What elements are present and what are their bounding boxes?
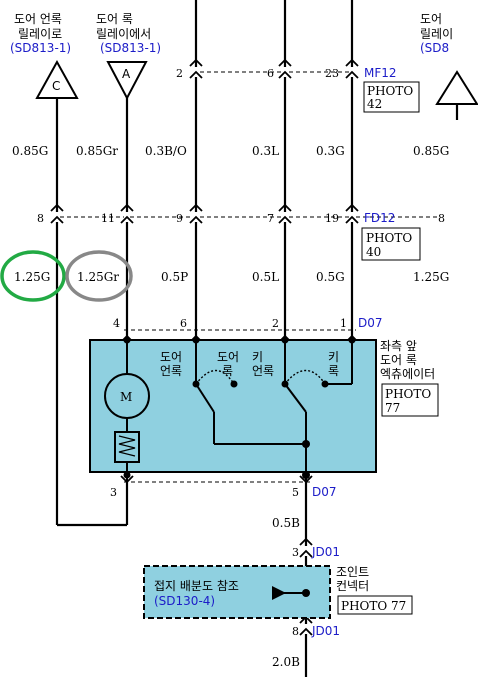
gray-highlight-circle [65,250,133,302]
lock-relay-label-2: 릴레이에서 [96,27,151,41]
actuator-photo-box [381,383,439,417]
wire-lower-4: 0.5L [252,270,279,284]
unlock-relay-letter: C [52,79,60,93]
jd01-top-label: JD01 [311,545,340,559]
fd12-pin-7: 7 [267,212,274,225]
mf12-label: MF12 [364,66,397,80]
sw1-label-4: 록 [222,364,233,378]
joint-arrow-icon [272,586,286,600]
mf12-photo-label: PHOTO [367,84,413,98]
right-ref-code: (SD8 [420,41,449,55]
actuator-title-2: 도어 록 [380,353,417,367]
lock-relay-code: (SD813-1) [100,41,161,55]
fd12-pin-9: 9 [176,212,183,225]
green-highlight-circle [0,250,66,302]
d07-top-label: D07 [358,316,383,330]
d07-pin-3: 3 [110,486,117,499]
wire-lower-5: 0.5G [316,270,345,284]
sw1-label-3: 도어 [217,350,239,364]
unlock-relay-code: (SD813-1) [10,41,71,55]
d07-pin-6: 6 [180,317,187,330]
joint-ref-line2: (SD130-4) [154,594,215,608]
mf12-photo-box [363,81,420,113]
d07-pin-1: 1 [340,317,347,330]
fd12-photo-box [361,227,421,261]
sw2-label-2: 언록 [252,364,274,378]
fd12-pin-11: 11 [101,212,115,225]
fd12-pin-8a: 8 [37,212,44,225]
sw1-arc [195,369,235,385]
right-ref-label-2: 릴레이 [420,27,453,41]
ptc-zigzag [118,435,136,457]
jd01-pin-8: 8 [292,625,299,638]
wire-upper-4: 0.3L [252,144,279,158]
unlock-relay-label-1: 도어 언록 [14,12,62,26]
fd12-photo-num: 40 [366,245,381,259]
wire-upper-3: 0.3B/O [145,144,187,158]
joint-dot [302,589,310,597]
wire-lower-6: 1.25G [413,270,449,284]
wire-upper-6: 0.85G [413,144,449,158]
lock-relay-label-1: 도어 록 [96,12,133,26]
jd01-bottom-label: JD01 [311,624,340,638]
sw2-label-1: 키 [252,350,263,364]
mf12-pin-2: 2 [176,67,183,80]
actuator-title-3: 엑츄에이터 [380,367,435,381]
d07-bottom-label: D07 [312,485,337,499]
d07-pin-2: 2 [272,317,279,330]
joint-photo: PHOTO 77 [341,599,406,613]
motor-icon [104,373,150,419]
fd12-pin-8b: 8 [438,212,445,225]
wire-lower-2: 1.25Gr [77,270,119,284]
mf12-pin-6: 6 [267,67,274,80]
actuator-internal-wires [126,340,353,482]
wire-lower-3: 0.5P [161,270,188,284]
mf12-pin-23: 23 [325,67,339,80]
lock-relay-letter: A [122,67,131,81]
unlock-relay-label-2: 릴레이로 [18,27,62,41]
jd01-pin-3: 3 [292,546,299,559]
sw2-label-4: 록 [328,364,339,378]
right-ref-triangle [435,70,478,105]
actuator-photo-num: 77 [385,401,400,415]
actuator-photo-label: PHOTO [385,387,431,401]
wire-lower-1: 1.25G [14,270,50,284]
sw1-label-2: 언록 [160,364,182,378]
wire-upper-5: 0.3G [316,144,345,158]
actuator-dots [123,336,356,479]
fd12-photo-label: PHOTO [366,231,412,245]
wire-ground-2: 2.0B [272,655,300,669]
sw1-label-1: 도어 [160,350,182,364]
d07-pin-4: 4 [113,317,120,330]
ptc-icon [114,431,140,463]
joint-photo-box [337,595,413,615]
wire-upper-2: 0.85Gr [76,144,118,158]
joint-label-1: 조인트 [336,565,369,579]
wire-ground-1: 0.5B [272,516,300,530]
sw2-label-3: 키 [328,350,339,364]
wire-upper-1: 0.85G [12,144,48,158]
lock-relay-triangle [106,61,148,101]
d07-pin-5: 5 [292,486,299,499]
connector-dashes [60,71,440,483]
fd12-label: FD12 [364,211,395,225]
right-ref-label-1: 도어 [420,12,442,26]
sw2-arc [284,369,326,385]
mf12-photo-num: 42 [367,97,382,111]
motor-label: M [120,390,132,404]
fd12-pin-19: 19 [325,212,339,225]
joint-ref-line1: 접지 배분도 참조 [154,579,239,593]
joint-label-2: 컨넥터 [336,579,369,593]
actuator-title-1: 좌측 앞 [380,339,417,353]
